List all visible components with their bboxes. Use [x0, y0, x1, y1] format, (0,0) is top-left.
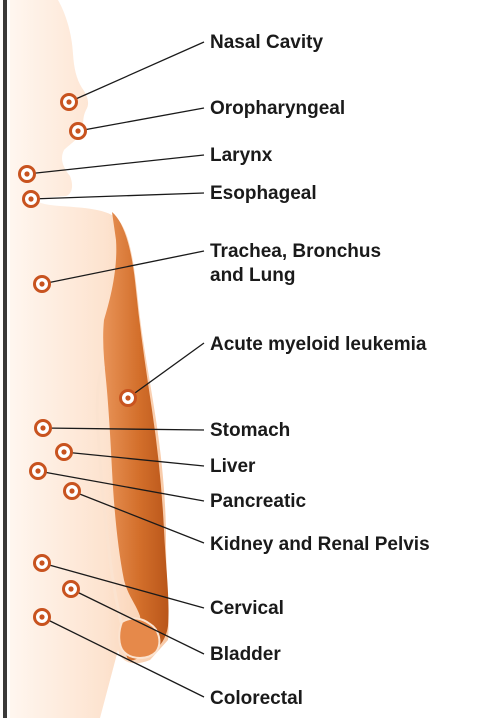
marker-pancreatic [31, 464, 46, 479]
label-line: Oropharyngeal [210, 98, 345, 119]
marker-trachea-bronchus-lung [35, 277, 50, 292]
label-stomach: Stomach [210, 420, 290, 441]
labels: Nasal CavityOropharyngealLarynxEsophagea… [210, 32, 430, 709]
label-line: Pancreatic [210, 491, 307, 512]
label-line: Nasal Cavity [210, 32, 323, 53]
marker-oropharyngeal [71, 124, 86, 139]
leader-line-nasal-cavity [69, 42, 204, 102]
marker-acute-myeloid-leukemia [121, 391, 136, 406]
marker-nasal-cavity [62, 95, 77, 110]
label-pancreatic: Pancreatic [210, 491, 307, 512]
label-line: Acute myeloid leukemia [210, 334, 427, 355]
leader-line-oropharyngeal [78, 108, 204, 131]
label-nasal-cavity: Nasal Cavity [210, 32, 323, 53]
marker-bladder [64, 582, 79, 597]
label-line: Liver [210, 456, 256, 477]
label-cervical: Cervical [210, 598, 284, 619]
label-trachea-bronchus-lung: Trachea, Bronchus and Lung [210, 241, 381, 286]
label-colorectal: Colorectal [210, 688, 303, 709]
label-larynx: Larynx [210, 145, 273, 166]
label-line: Kidney and Renal Pelvis [210, 534, 430, 555]
label-line: Colorectal [210, 688, 303, 709]
marker-larynx [20, 167, 35, 182]
left-axis-bar [3, 0, 7, 718]
label-line: and Lung [210, 265, 295, 286]
label-line: Larynx [210, 145, 273, 166]
marker-kidney-renal-pelvis [65, 484, 80, 499]
marker-esophageal [24, 192, 39, 207]
marker-stomach [36, 421, 51, 436]
marker-colorectal [35, 610, 50, 625]
label-liver: Liver [210, 456, 256, 477]
marker-liver [57, 445, 72, 460]
label-line: Cervical [210, 598, 284, 619]
label-acute-myeloid-leukemia: Acute myeloid leukemia [210, 334, 427, 355]
label-oropharyngeal: Oropharyngeal [210, 98, 345, 119]
label-line: Esophageal [210, 183, 317, 204]
marker-cervical [35, 556, 50, 571]
label-kidney-renal-pelvis: Kidney and Renal Pelvis [210, 534, 430, 555]
label-line: Stomach [210, 420, 290, 441]
label-line: Trachea, Bronchus [210, 241, 381, 262]
label-bladder: Bladder [210, 644, 281, 665]
label-line: Bladder [210, 644, 281, 665]
label-esophageal: Esophageal [210, 183, 317, 204]
